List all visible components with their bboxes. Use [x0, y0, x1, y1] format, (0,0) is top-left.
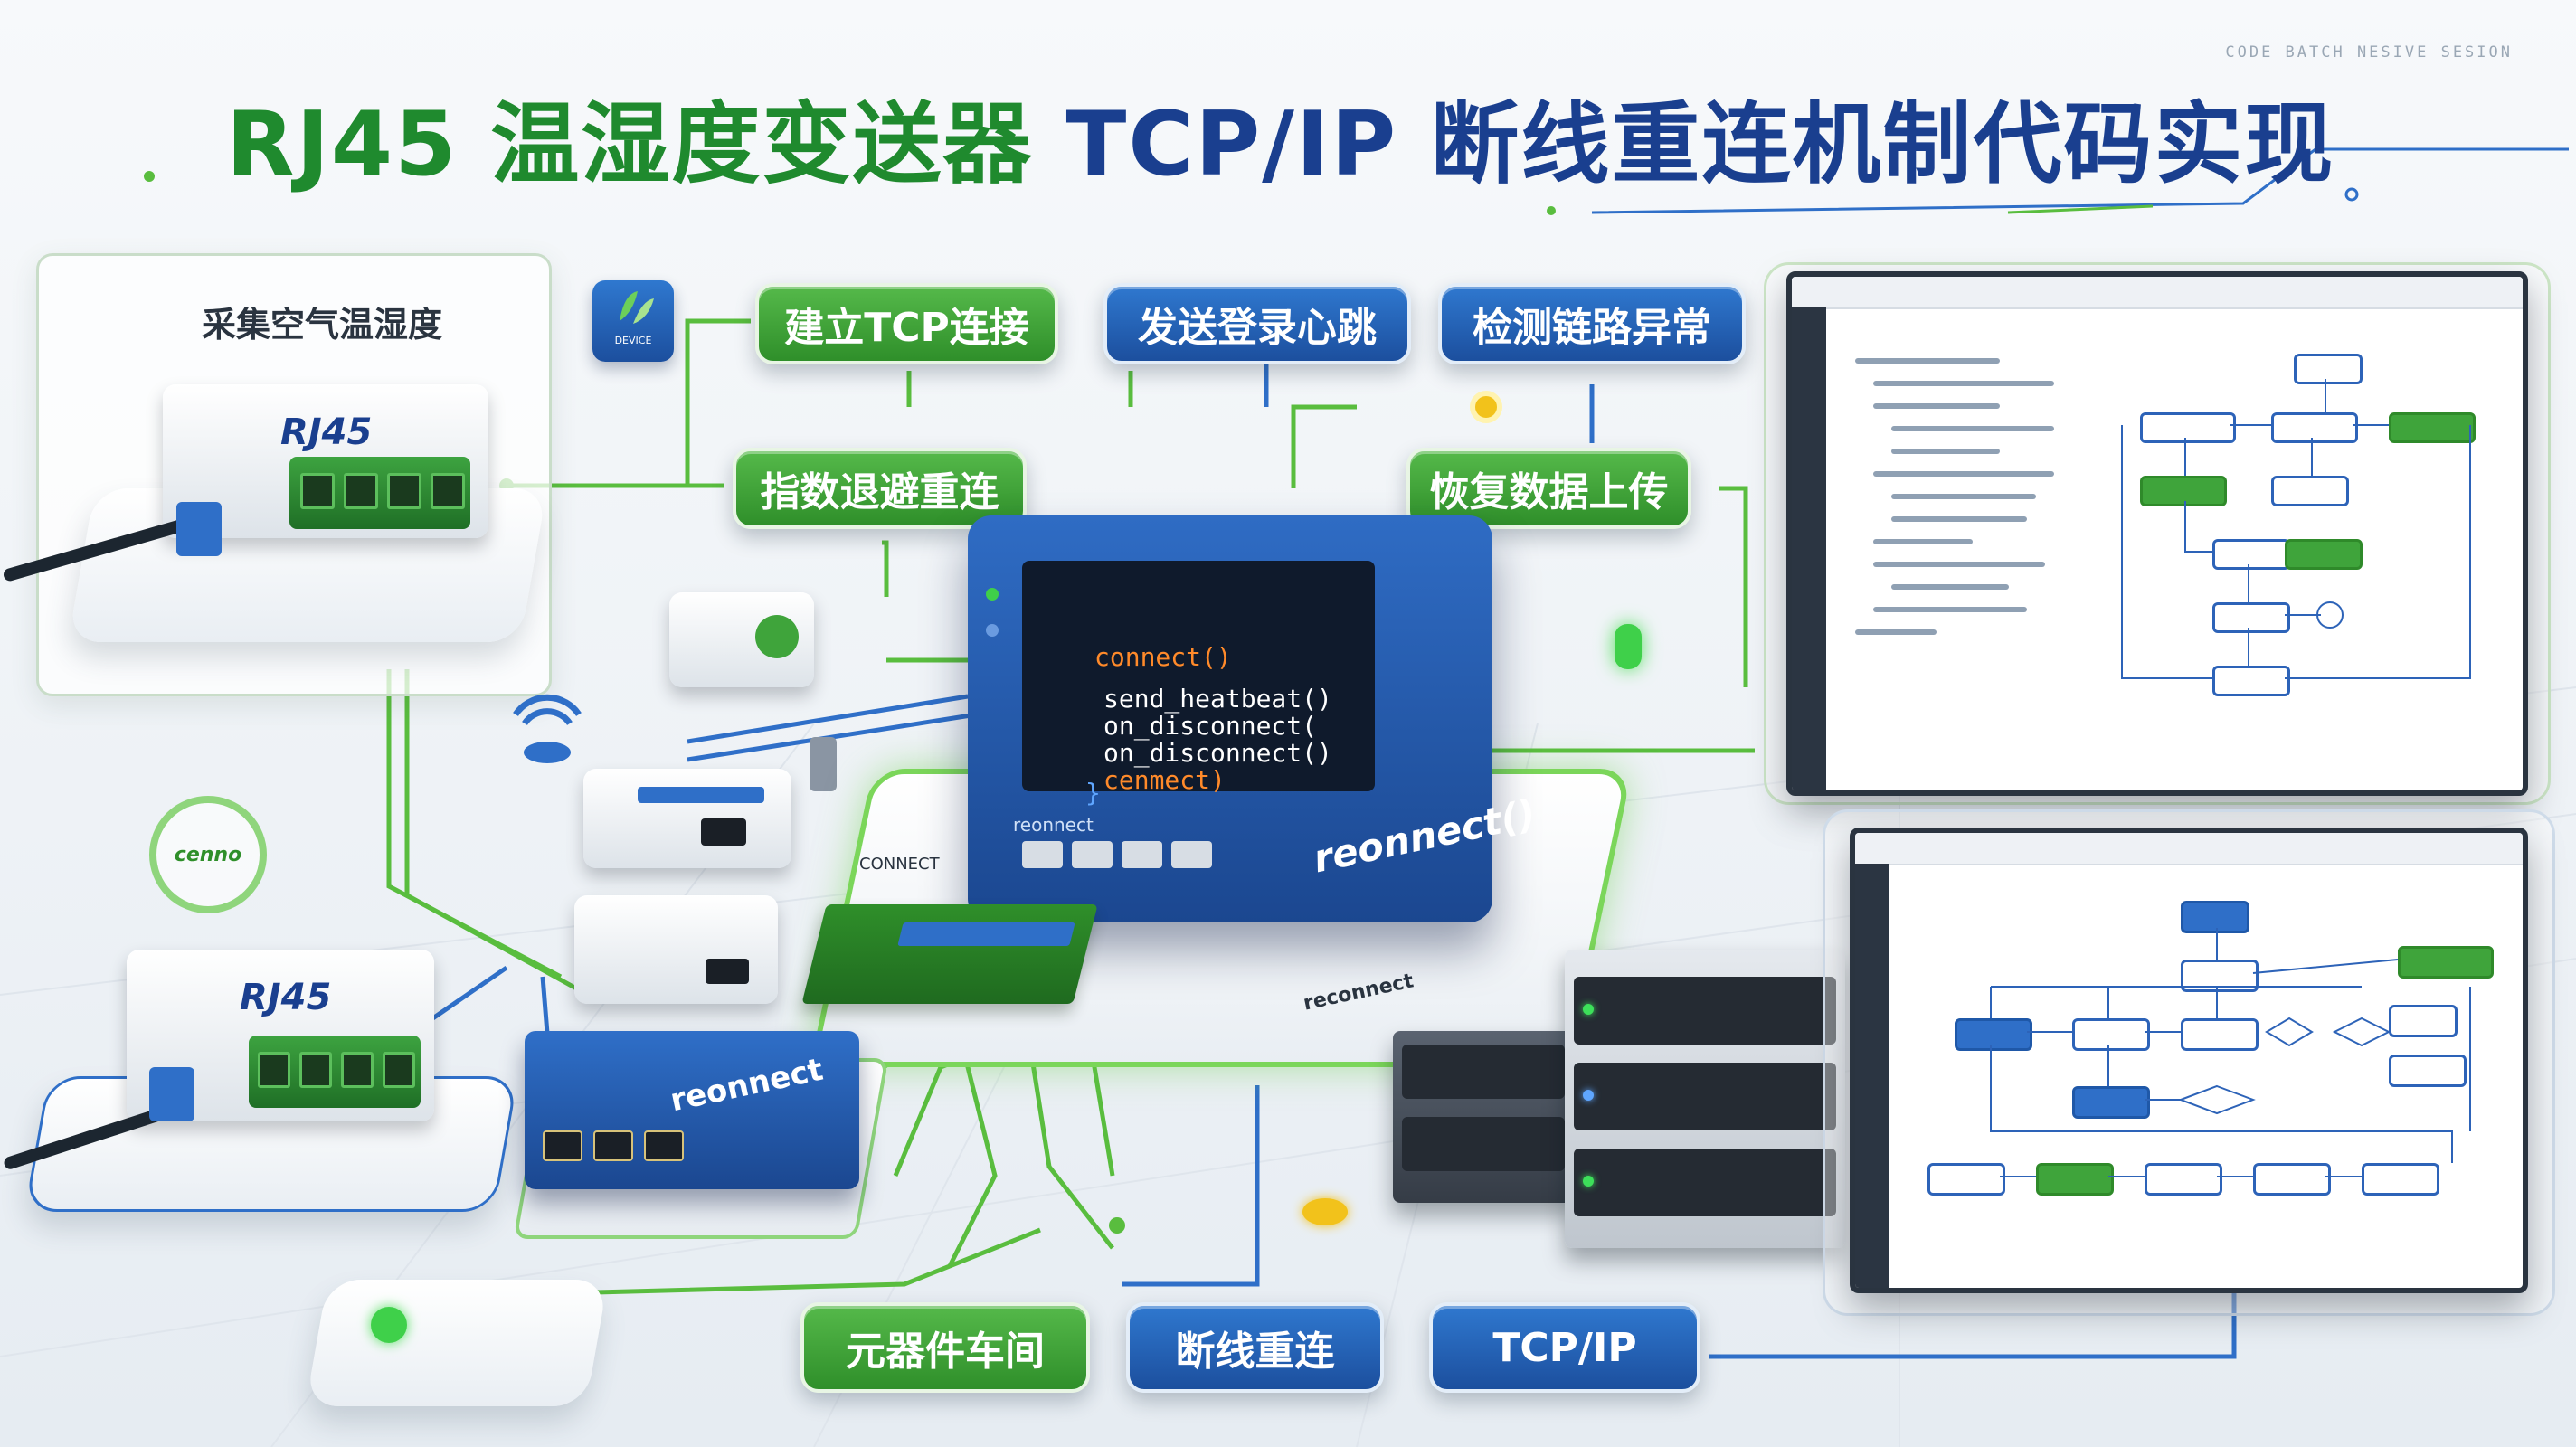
status-indicator-icon [1470, 391, 1502, 423]
page-title: RJ45 温湿度变送器 TCP/IP 断线重连机制代码实现 [226, 72, 2334, 201]
wifi-icon [513, 694, 582, 763]
reconnect-server[interactable]: connect() send_heatbeat() on_disconnect(… [968, 515, 1539, 922]
server-port [1171, 841, 1212, 868]
tag-label: TCP/IP [1492, 1324, 1637, 1371]
module-port [706, 959, 749, 984]
rj45-port [387, 473, 421, 509]
server-led [986, 624, 999, 637]
tag-components-workshop[interactable]: 元器件车间 [800, 1302, 1090, 1393]
server-port [1022, 841, 1063, 868]
rj45-plug-bottom [149, 1067, 194, 1121]
step-label: 恢复数据上传 [1429, 469, 1669, 515]
switch-port [593, 1130, 633, 1161]
code-editor-screen-1[interactable] [1786, 271, 2528, 796]
rj45-port [344, 473, 378, 509]
small-module-3[interactable] [574, 895, 778, 1004]
module-stripe [638, 787, 764, 803]
step-label: 检测链路异常 [1473, 305, 1711, 351]
rj45-port-bank [249, 1036, 421, 1108]
editor-toolbar [1792, 277, 2523, 309]
leaf-icon [620, 291, 654, 324]
rj45-port [383, 1052, 415, 1088]
tag-label: 元器件车间 [846, 1329, 1045, 1375]
code-line-connect: connect() [1094, 642, 1232, 672]
server-port [1122, 841, 1162, 868]
tag-label: 断线重连 [1175, 1329, 1335, 1375]
module-port [701, 818, 746, 846]
code-editor-screen-2[interactable] [1850, 828, 2528, 1293]
rj45-port [299, 1052, 332, 1088]
code-line-disconnect-1: on_disconnect( [1103, 711, 1318, 741]
flowchart-arrows [2121, 379, 2471, 679]
wireless-signal-badge: cenno [149, 796, 267, 913]
server-port [1072, 841, 1113, 868]
bottom-device-platform [305, 1280, 609, 1406]
flowchart-arrows [1990, 928, 2471, 1177]
server-port-row [1022, 841, 1230, 877]
yellow-button-icon [1302, 1198, 1348, 1225]
switch-port-row [543, 1130, 684, 1161]
rack-unit [1574, 1149, 1836, 1216]
fan-icon [755, 615, 799, 658]
server-terminal: connect() send_heatbeat() on_disconnect(… [1022, 561, 1375, 808]
switch-label: reonnect [667, 1051, 827, 1120]
rack-unit [1574, 977, 1836, 1045]
rack-unit [1402, 1117, 1565, 1171]
title-part2: TCP/IP [1065, 93, 1398, 196]
board-connector [897, 922, 1075, 946]
code-line-reconnect: cenmect) [1103, 765, 1226, 795]
rj45-plug-top [176, 502, 222, 556]
wireless-signal-caption: cenno [174, 844, 242, 866]
title-part3: 断线重连机制代码实现 [1430, 93, 2335, 196]
rj45-port [258, 1052, 290, 1088]
step-label: 发送登录心跳 [1138, 305, 1377, 351]
switch-port [644, 1130, 684, 1161]
switch-port [543, 1130, 582, 1161]
small-module-2[interactable] [583, 769, 791, 868]
editor-toolbar [1855, 833, 2523, 865]
code-line-disconnect-2: on_disconnect() [1103, 738, 1332, 768]
status-led-icon [1615, 624, 1642, 669]
editor-flowchart-pane [1909, 887, 2515, 1276]
antenna-probe [810, 737, 837, 791]
editor-sidebar [1792, 307, 1826, 790]
brand-logo-caption: DEVICE [614, 335, 652, 346]
step-establish-tcp-button[interactable]: 建立TCP连接 [755, 283, 1058, 364]
brand-logo-badge: DEVICE [592, 280, 674, 362]
sensor-device-top[interactable]: RJ45 [163, 384, 488, 538]
editor-code-pane [1837, 340, 2081, 738]
rj45-port [341, 1052, 374, 1088]
rack-unit [1574, 1063, 1836, 1130]
step-backoff-reconnect-button[interactable]: 指数退避重连 [733, 448, 1027, 529]
step-label: 建立TCP连接 [784, 305, 1029, 351]
network-switch[interactable]: reonnect [525, 1031, 859, 1189]
rj45-port [300, 473, 335, 509]
tag-tcpip[interactable]: TCP/IP [1429, 1302, 1700, 1393]
editor-sidebar [1855, 864, 1889, 1288]
green-button-icon [371, 1307, 407, 1343]
server-base-label: reonnect [1013, 814, 1094, 836]
step-send-heartbeat-button[interactable]: 发送登录心跳 [1103, 283, 1411, 364]
server-rack-back [1393, 1031, 1574, 1203]
title-part1: RJ45 温湿度变送器 [226, 93, 1034, 196]
step-detect-link-button[interactable]: 检测链路异常 [1438, 283, 1746, 364]
small-module-1[interactable] [669, 592, 814, 687]
code-cursor: } [1085, 778, 1101, 808]
tag-reconnect[interactable]: 断线重连 [1126, 1302, 1384, 1393]
rj45-port [431, 473, 465, 509]
rj45-port-bank [289, 457, 470, 529]
step-label: 指数退避重连 [760, 469, 999, 515]
server-rack[interactable] [1565, 950, 1845, 1248]
central-platform-brand: CONNECT [859, 855, 940, 874]
sensor-device-bottom-label: RJ45 [240, 977, 332, 1018]
code-line-heartbeat: send_heatbeat() [1103, 684, 1332, 714]
editor-flowchart-pane [2104, 340, 2502, 756]
sensor-device-top-label: RJ45 [280, 411, 373, 453]
sensor-card-label: 采集空气温湿度 [202, 305, 443, 345]
server-led [986, 588, 999, 601]
rack-unit [1402, 1045, 1565, 1099]
circuit-board [801, 904, 1098, 1004]
watermark: CODE BATCH NESIVE SESION [2225, 43, 2513, 61]
